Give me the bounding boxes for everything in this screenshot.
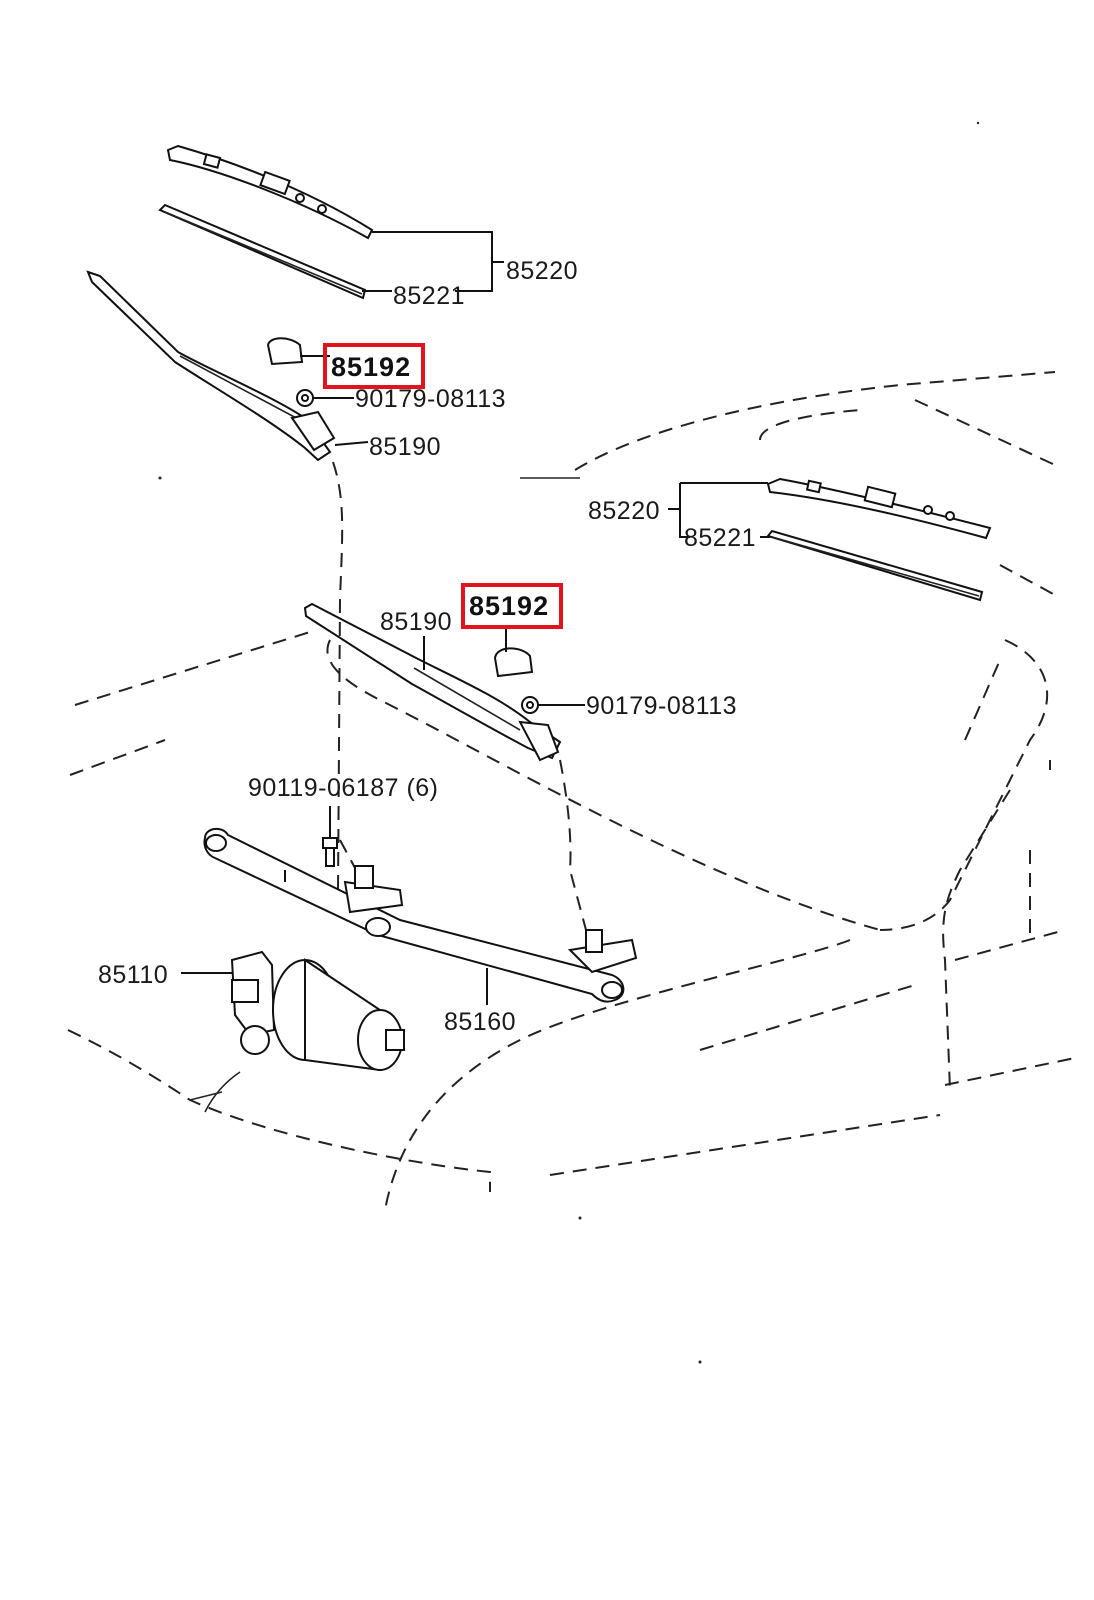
alignment-lines xyxy=(332,461,587,931)
nut-left-icon xyxy=(296,389,314,407)
label-90179-right: 90179-08113 xyxy=(586,692,737,720)
label-85190-right: 85190 xyxy=(380,608,452,636)
pivot-cap-left xyxy=(266,337,304,366)
label-85190-left: 85190 xyxy=(369,433,441,461)
vehicle-body-outline xyxy=(67,121,1076,1364)
label-85110: 85110 xyxy=(98,961,168,989)
label-90119: 90119-06187 (6) xyxy=(248,774,439,802)
label-85160: 85160 xyxy=(444,1008,516,1036)
wiper-blade-left xyxy=(166,144,374,240)
blade-insert-right xyxy=(766,529,984,602)
wiper-arm-left xyxy=(86,270,336,462)
wiper-motor xyxy=(230,950,405,1072)
label-90179-left: 90179-08113 xyxy=(355,385,506,413)
wiper-link-assembly xyxy=(203,827,638,1003)
label-85220-right: 85220 xyxy=(588,497,660,525)
label-85221-left: 85221 xyxy=(393,282,465,310)
highlight-box-cap-left xyxy=(323,343,425,389)
label-85192-right: 85192 xyxy=(469,591,549,621)
wiper-arm-right xyxy=(303,602,562,762)
wiper-blade-right xyxy=(766,477,992,540)
label-85221-right: 85221 xyxy=(684,524,756,552)
label-85192-left: 85192 xyxy=(331,352,411,382)
label-85220-left: 85220 xyxy=(506,257,578,285)
nut-right-icon xyxy=(521,696,539,714)
leader-lines xyxy=(181,231,770,1005)
bolt-icon xyxy=(322,837,338,867)
pivot-cap-right xyxy=(493,647,534,678)
highlight-box-cap-right xyxy=(461,583,563,629)
